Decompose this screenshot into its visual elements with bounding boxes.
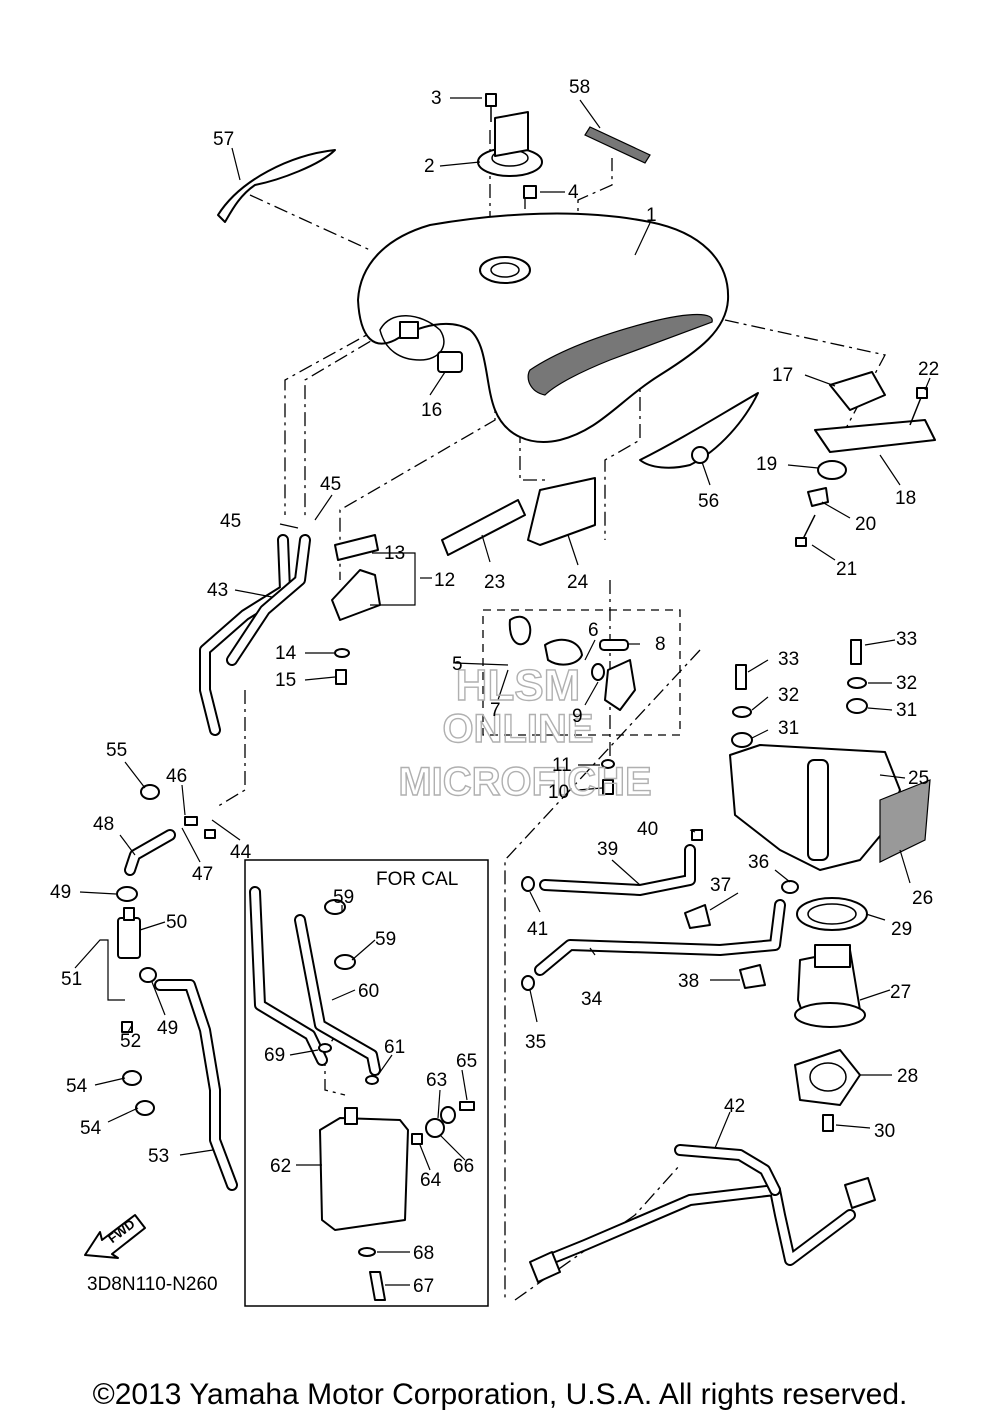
- callout: 68: [413, 1243, 434, 1264]
- callout: 32: [896, 673, 917, 694]
- callout: 33: [778, 649, 799, 670]
- callout: 45: [220, 511, 241, 532]
- callout: 13: [384, 543, 405, 564]
- callout: 24: [567, 572, 589, 593]
- callout: 57: [213, 129, 234, 150]
- callout: 20: [855, 514, 876, 535]
- callout: 31: [778, 718, 799, 739]
- callout: 66: [453, 1156, 474, 1177]
- callout: 1: [646, 205, 657, 226]
- copyright-notice: ©2013 Yamaha Motor Corporation, U.S.A. A…: [92, 1378, 908, 1411]
- fwd-arrow-icon: [84, 1214, 146, 1259]
- callout: 43: [207, 580, 228, 601]
- callout: 39: [597, 839, 618, 860]
- callout: 65: [456, 1051, 477, 1072]
- callout: 64: [420, 1170, 442, 1191]
- callout: 21: [836, 559, 857, 580]
- diagram-code: 3D8N110-N260: [87, 1274, 218, 1295]
- callout: 42: [724, 1096, 745, 1117]
- leader-lines: [74, 97, 931, 1286]
- callout: 33: [896, 629, 917, 650]
- callout: 53: [148, 1146, 169, 1167]
- emblem-left: [217, 149, 336, 223]
- callout: 62: [270, 1156, 291, 1177]
- callout: 26: [912, 888, 933, 909]
- callout: 12: [434, 570, 455, 591]
- callout: 59: [333, 887, 354, 908]
- callout: 60: [358, 981, 379, 1002]
- callout: 6: [588, 620, 599, 641]
- callout: 55: [106, 740, 127, 761]
- callout: 67: [413, 1276, 434, 1297]
- callout: 34: [581, 989, 603, 1010]
- callout: 25: [908, 768, 929, 789]
- watermark-line-2: ONLINE: [442, 707, 593, 751]
- callout: 45: [320, 474, 341, 495]
- callout: 61: [384, 1037, 405, 1058]
- callout: 56: [698, 491, 719, 512]
- callout: 50: [166, 912, 187, 933]
- callout: 35: [525, 1032, 546, 1053]
- watermark-line-3: MICROFICHE: [398, 760, 651, 804]
- callout: 14: [275, 643, 297, 664]
- callout: 9: [572, 706, 583, 727]
- callout: 36: [748, 852, 769, 873]
- callout: 37: [710, 875, 731, 896]
- callout: 18: [895, 488, 916, 509]
- callout: 47: [192, 864, 213, 885]
- callout: 4: [568, 182, 579, 203]
- canister: [319, 1117, 409, 1231]
- callout: 30: [874, 1121, 895, 1142]
- callout: 3: [431, 88, 442, 109]
- cal-box-title: FOR CAL: [376, 869, 458, 890]
- callout: 40: [637, 819, 658, 840]
- callout: 38: [678, 971, 699, 992]
- callout: 19: [756, 454, 777, 475]
- callout: 11: [552, 755, 572, 776]
- callout: 44: [230, 842, 252, 863]
- callout: 41: [527, 919, 548, 940]
- callout: 17: [772, 365, 793, 386]
- callout: 22: [918, 359, 939, 380]
- callout: 16: [421, 400, 442, 421]
- callout: 63: [426, 1070, 447, 1091]
- callout: 54: [66, 1076, 88, 1097]
- callout: 46: [166, 766, 187, 787]
- callout: 31: [896, 700, 917, 721]
- cal-box: [244, 859, 489, 1307]
- callout: 8: [655, 634, 666, 655]
- callout: 5: [452, 654, 463, 675]
- callout: 49: [50, 882, 71, 903]
- callout: 7: [490, 700, 501, 721]
- callout: 59: [375, 929, 396, 950]
- callout: 58: [569, 77, 590, 98]
- callout: 51: [61, 969, 82, 990]
- watermark-line-1: HLSM: [456, 661, 581, 710]
- callout: 28: [897, 1066, 918, 1087]
- callout: 48: [93, 814, 114, 835]
- callout: 52: [120, 1031, 141, 1052]
- callout: 10: [548, 782, 569, 803]
- fuel-tank: [357, 212, 730, 443]
- callout: 54: [80, 1118, 102, 1139]
- emblem-right: [639, 392, 759, 469]
- callout: 15: [275, 670, 296, 691]
- callout: 69: [264, 1045, 285, 1066]
- callout: 29: [891, 919, 912, 940]
- callout-numbers: 1 2 3 4 5 6 7 8 9 10 11 12 13 14 15 16 1…: [50, 77, 939, 1297]
- callout: 49: [157, 1018, 178, 1039]
- callout: 23: [484, 572, 505, 593]
- callout: 32: [778, 685, 799, 706]
- parts: [84, 93, 936, 1301]
- callout: 27: [890, 982, 911, 1003]
- callout: 2: [424, 156, 435, 177]
